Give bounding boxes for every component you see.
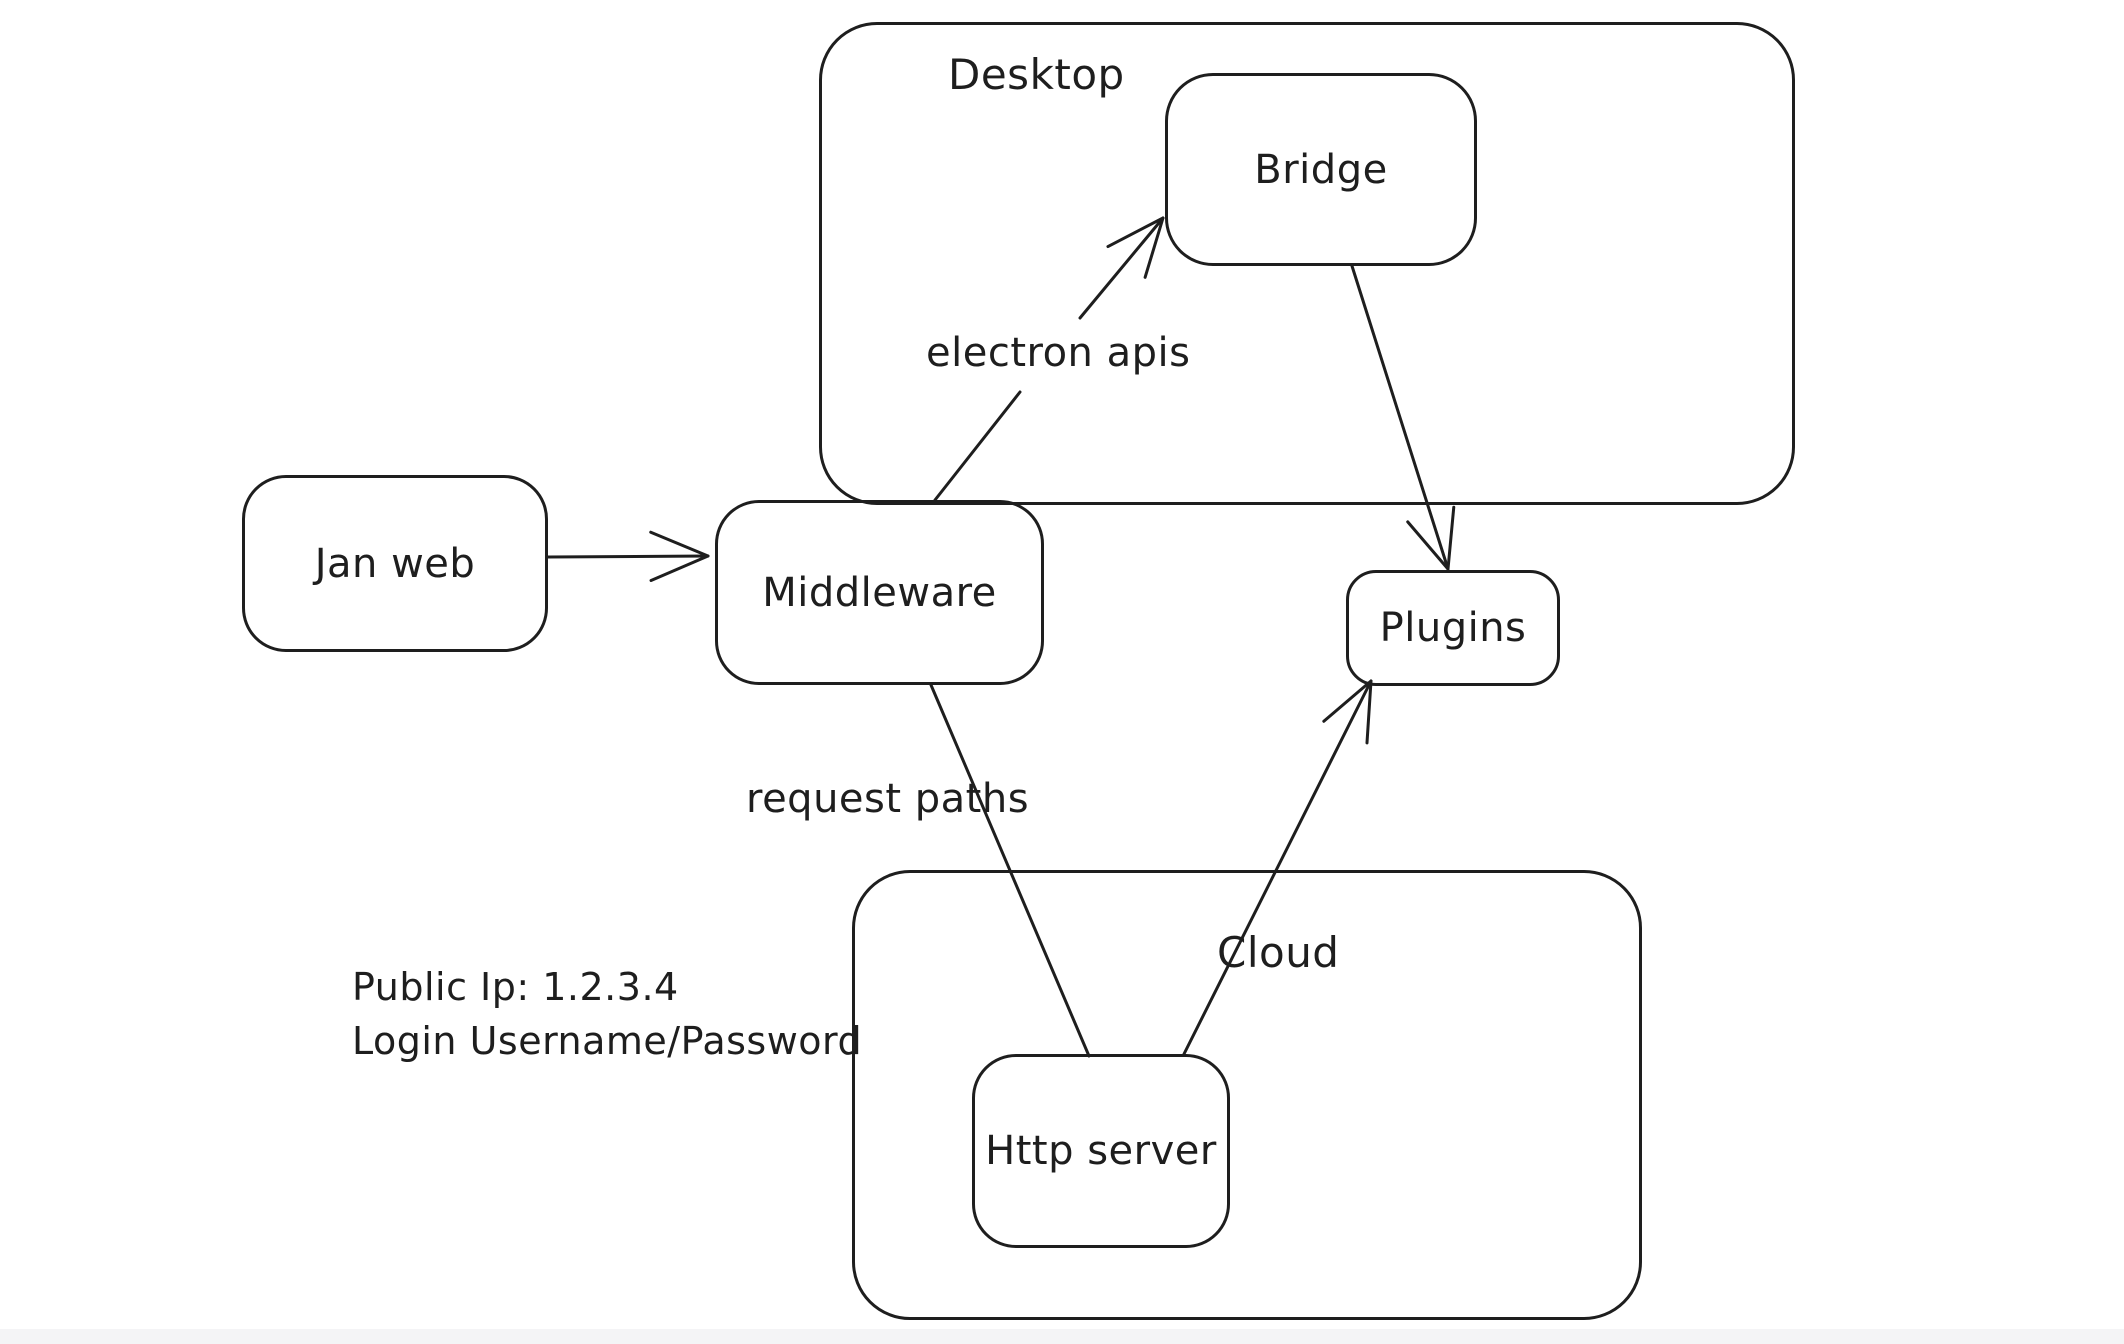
arrowhead-bridge-to-plugins [1406, 505, 1456, 571]
edge-bridge-to-plugins[interactable] [1350, 264, 1456, 571]
container-desktop[interactable] [819, 22, 1795, 505]
edge-line[interactable] [1078, 216, 1165, 320]
arrowhead-jan-web-to-middleware [649, 530, 710, 583]
edge-label-request-paths: request paths [746, 776, 1030, 822]
arrowhead-http-server-to-plugins [1322, 679, 1373, 745]
middleware-label: Middleware [762, 569, 997, 616]
http-server-label: Http server [985, 1128, 1217, 1174]
node-jan-web[interactable]: Jan web [242, 475, 548, 652]
edge-jan-web-to-middleware[interactable] [546, 530, 710, 583]
jan-web-label: Jan web [314, 540, 476, 587]
edge-line[interactable] [1182, 679, 1373, 1056]
annotation-login: Login Username/Password [352, 1019, 863, 1063]
edge-line[interactable] [546, 554, 710, 559]
node-bridge[interactable]: Bridge [1165, 73, 1477, 266]
edge-line[interactable] [933, 390, 1022, 502]
annotation-block: Public Ip: 1.2.3.4 Login Username/Passwo… [352, 960, 862, 1068]
cloud-container-label: Cloud [1217, 928, 1340, 977]
node-http-server[interactable]: Http server [972, 1054, 1230, 1248]
annotation-public-ip: Public Ip: 1.2.3.4 [352, 965, 679, 1009]
plugins-label: Plugins [1379, 605, 1527, 651]
screenshot-bottom-strip [0, 1329, 2124, 1344]
arrowhead-middleware-to-bridge [1106, 216, 1165, 279]
node-middleware[interactable]: Middleware [715, 500, 1044, 685]
desktop-container-label: Desktop [948, 50, 1125, 99]
node-plugins[interactable]: Plugins [1346, 570, 1560, 686]
edge-label-electron-apis: electron apis [926, 330, 1191, 376]
edge-line[interactable] [1350, 264, 1450, 571]
edge-middleware-to-bridge[interactable] [933, 216, 1165, 502]
bridge-label: Bridge [1254, 146, 1388, 193]
container-cloud[interactable] [852, 870, 1642, 1320]
